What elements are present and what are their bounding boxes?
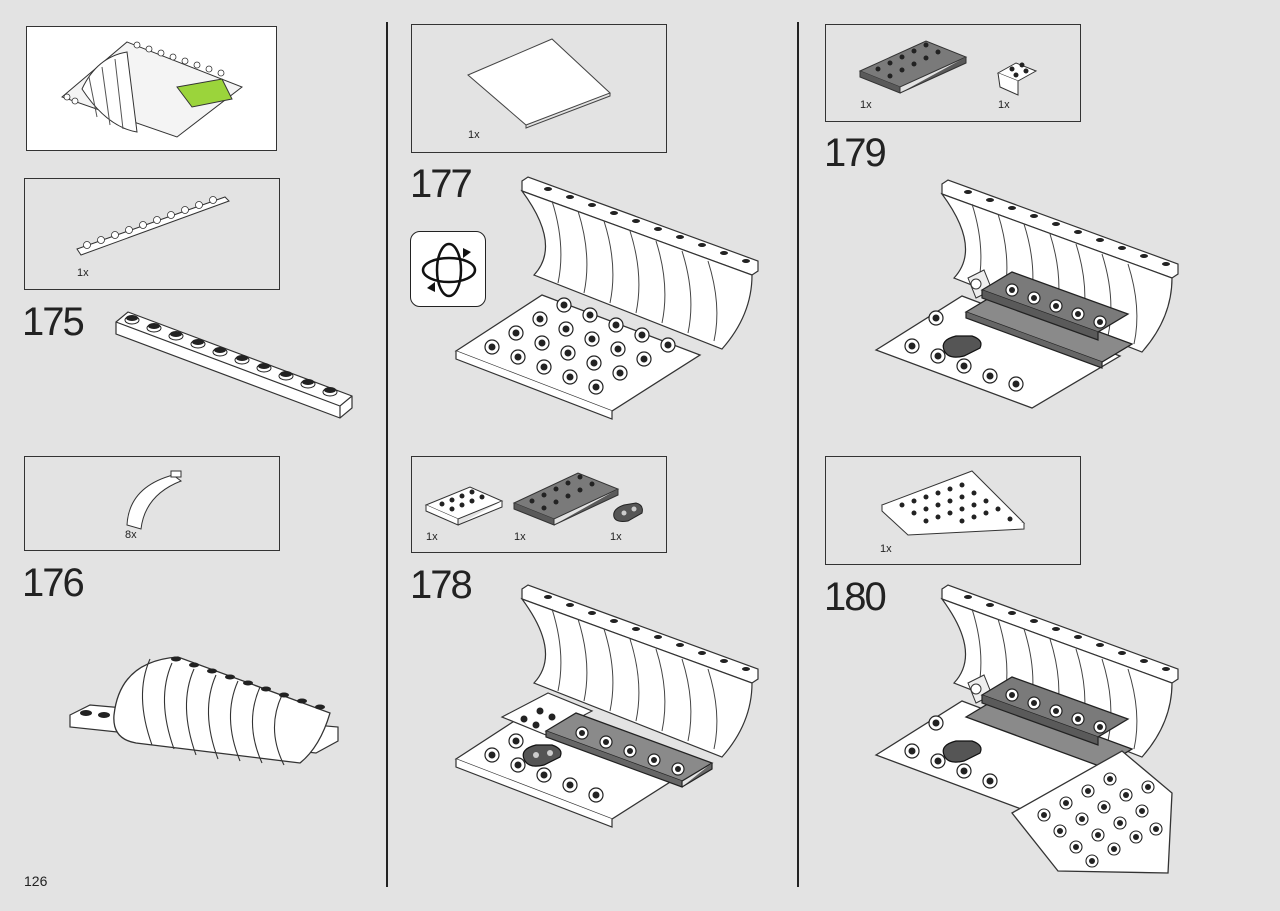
plate-1x2-rounded-dark-gray-icon xyxy=(613,502,643,522)
step-number: 177 xyxy=(410,162,473,206)
step-number: 176 xyxy=(22,561,85,605)
part-qty: 1x xyxy=(610,531,622,543)
assembly-preview-illustration xyxy=(61,41,244,138)
parts-callout-177: 1x xyxy=(411,24,667,153)
progress-thumbnail xyxy=(26,26,277,151)
parts-callout-176: 8x xyxy=(24,456,280,551)
tile-white-large-icon xyxy=(467,38,611,129)
part-qty: 1x xyxy=(998,99,1010,111)
part-qty: 1x xyxy=(860,99,872,111)
rotate-model-indicator xyxy=(410,231,486,307)
parts-callout-178: 1x 1x 1x xyxy=(411,456,667,553)
step-number: 175 xyxy=(22,300,85,344)
rotate-model-icon xyxy=(421,242,477,298)
plate-2x2-bracket-white-icon xyxy=(996,62,1038,96)
plate-1x10-white-icon xyxy=(76,196,230,256)
curved-slope-white-icon xyxy=(126,470,183,530)
plate-2x6-dark-gray-icon xyxy=(858,40,968,94)
step-number: 179 xyxy=(824,131,887,175)
parts-callout-180: 1x xyxy=(825,456,1081,565)
step-176-assembly-illustration xyxy=(69,656,339,766)
step-179-assembly-illustration xyxy=(874,179,1179,409)
column-divider-left xyxy=(386,22,388,887)
plate-2x4-white-icon xyxy=(424,486,504,526)
step-number: 180 xyxy=(824,575,887,619)
part-qty: 1x xyxy=(77,267,89,279)
page-number: 126 xyxy=(24,873,48,889)
parts-callout-175: 1x xyxy=(24,178,280,290)
step-175-assembly-illustration xyxy=(115,311,353,419)
part-qty: 1x xyxy=(426,531,438,543)
step-180-assembly-illustration xyxy=(874,584,1179,874)
plate-2x6-dark-gray-icon xyxy=(512,472,620,526)
step-number: 178 xyxy=(410,563,473,607)
column-divider-right xyxy=(797,22,799,887)
part-qty: 1x xyxy=(514,531,526,543)
part-qty: 8x xyxy=(125,529,137,541)
step-177-assembly-illustration xyxy=(454,176,759,420)
part-qty: 1x xyxy=(880,543,892,555)
part-qty: 1x xyxy=(468,129,480,141)
parts-callout-179: 1x 1x xyxy=(825,24,1081,122)
step-178-assembly-illustration xyxy=(454,584,759,828)
wedge-plate-white-icon xyxy=(881,470,1026,536)
